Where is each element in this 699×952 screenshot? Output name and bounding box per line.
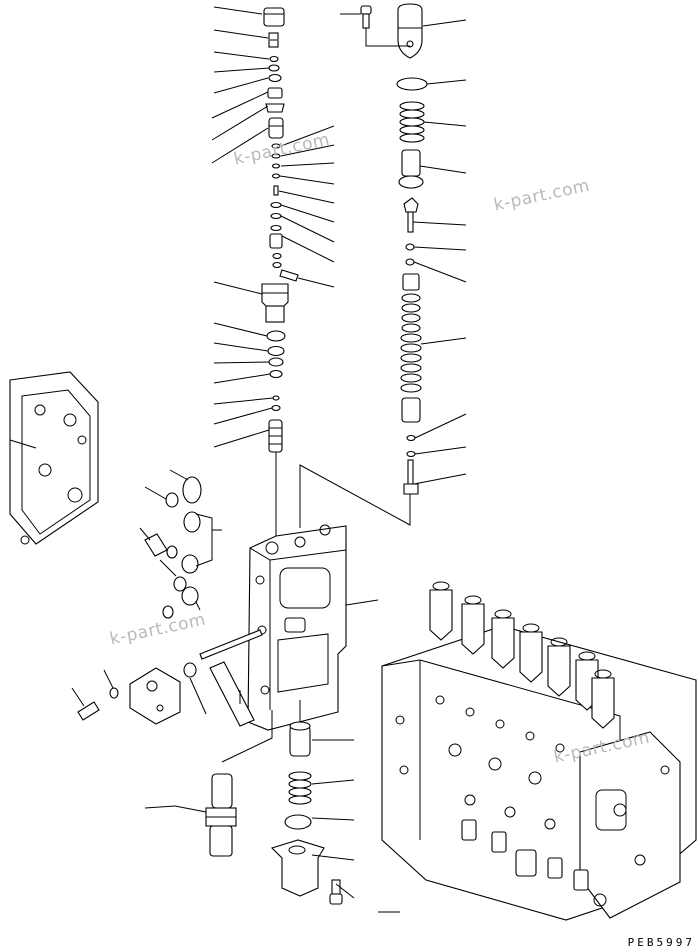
- o-ring-set: [139, 469, 222, 619]
- valve-section-body: [71, 524, 400, 913]
- assembled-valve-block: [381, 581, 697, 921]
- end-cover-part: [9, 371, 99, 545]
- right-valve-stack: [299, 3, 428, 528]
- right-leader-lines: [412, 19, 467, 485]
- left-leader-lines: [211, 6, 335, 448]
- drawing-code: PEB5997: [627, 936, 695, 949]
- left-valve-stack: [261, 7, 299, 540]
